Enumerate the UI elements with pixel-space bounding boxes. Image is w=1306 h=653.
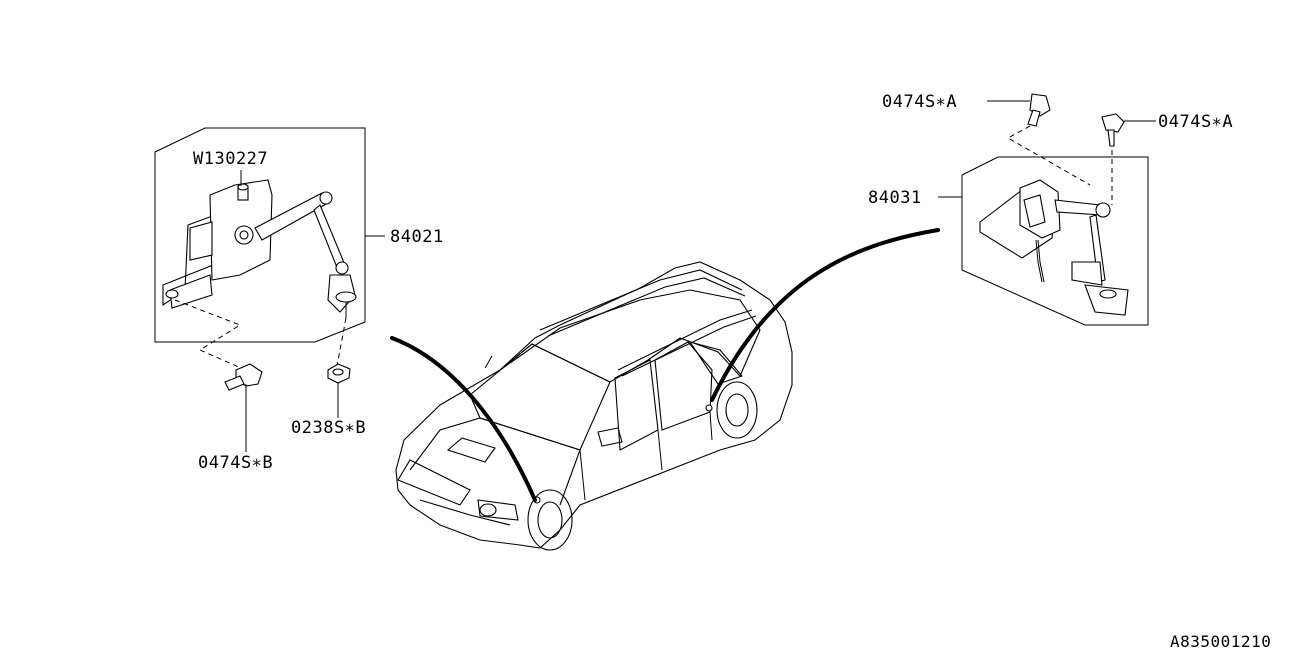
label-84021: 84021 — [390, 227, 444, 247]
label-84031: 84031 — [868, 188, 922, 208]
front-sensor-panel — [154, 127, 366, 343]
label-0474s-a-left: 0474S∗A — [882, 92, 957, 112]
label-w130227: W130227 — [193, 149, 268, 169]
rear-fasteners — [938, 93, 1156, 205]
diagram-reference-id: A835001210 — [1170, 632, 1271, 651]
rear-sensor-assembly — [961, 156, 1149, 326]
label-0474s-a-right: 0474S∗A — [1158, 112, 1233, 132]
front-pointer-line — [390, 336, 537, 502]
front-fasteners — [174, 170, 385, 452]
car-illustration — [395, 261, 793, 551]
front-sensor-assembly — [154, 127, 366, 343]
label-0238s-b: 0238S∗B — [291, 418, 366, 438]
label-0474s-b: 0474S∗B — [198, 453, 273, 473]
rear-sensor-panel — [961, 156, 1149, 326]
rear-pointer-line — [710, 228, 940, 402]
